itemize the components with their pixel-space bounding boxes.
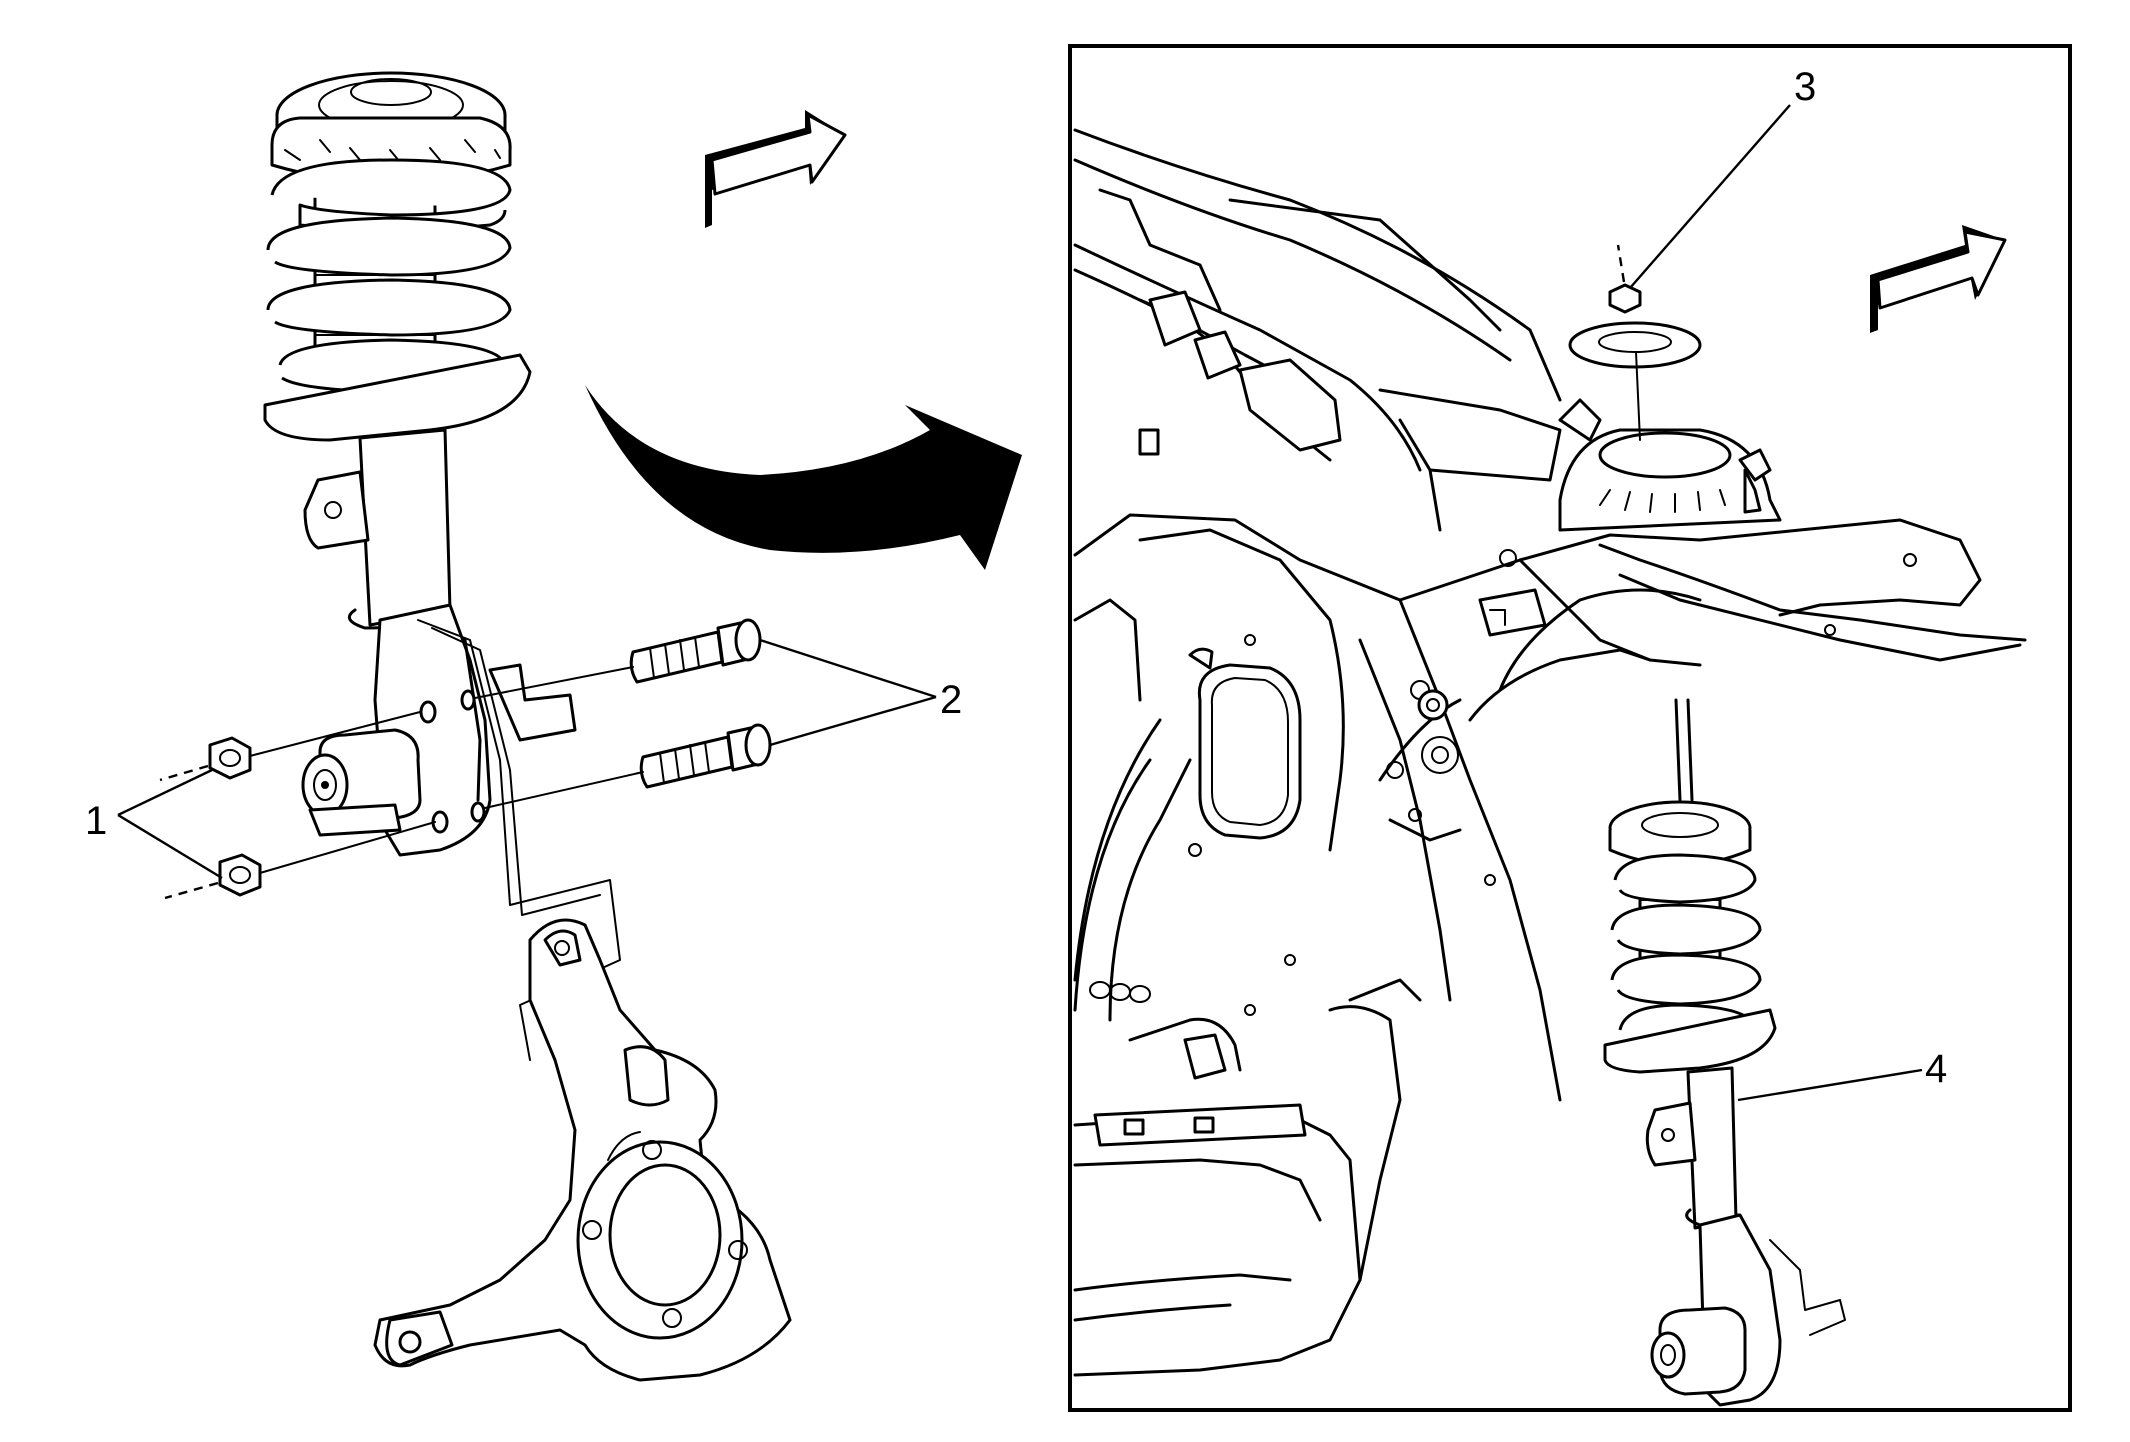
strut-body <box>358 428 452 627</box>
callout-2: 2 <box>759 638 962 747</box>
steering-knuckle <box>373 918 792 1382</box>
strut-bracket <box>303 470 370 550</box>
strut-bolt-upper <box>474 618 762 699</box>
strut-mount-washer <box>1568 321 1702 369</box>
transfer-arrow-icon <box>585 385 1022 570</box>
vehicle-body-structure <box>1073 128 2027 1377</box>
direction-arrow-icon <box>1870 225 2007 333</box>
coil-spring <box>266 158 512 394</box>
strut-bolt-lower <box>484 723 772 809</box>
stabilizer-link-bushing <box>301 728 422 837</box>
strut-mount-nut <box>1608 244 1642 314</box>
direction-arrow-icon <box>705 110 847 228</box>
inset-strut-assembly <box>1603 698 1846 1407</box>
callout-1: 1 <box>85 768 223 880</box>
lower-spring-seat <box>263 353 532 442</box>
strut-nut-lower <box>164 821 436 900</box>
callout-4-label: 4 <box>1925 1047 1947 1091</box>
strut-assembly <box>159 71 792 1382</box>
callout-3-label: 3 <box>1794 65 1816 109</box>
callout-1-label: 1 <box>85 799 107 843</box>
strut-nut-upper <box>159 711 421 782</box>
callout-2-label: 2 <box>940 678 962 722</box>
callout-4: 4 <box>1737 1047 1947 1102</box>
callout-3: 3 <box>1629 65 1816 289</box>
